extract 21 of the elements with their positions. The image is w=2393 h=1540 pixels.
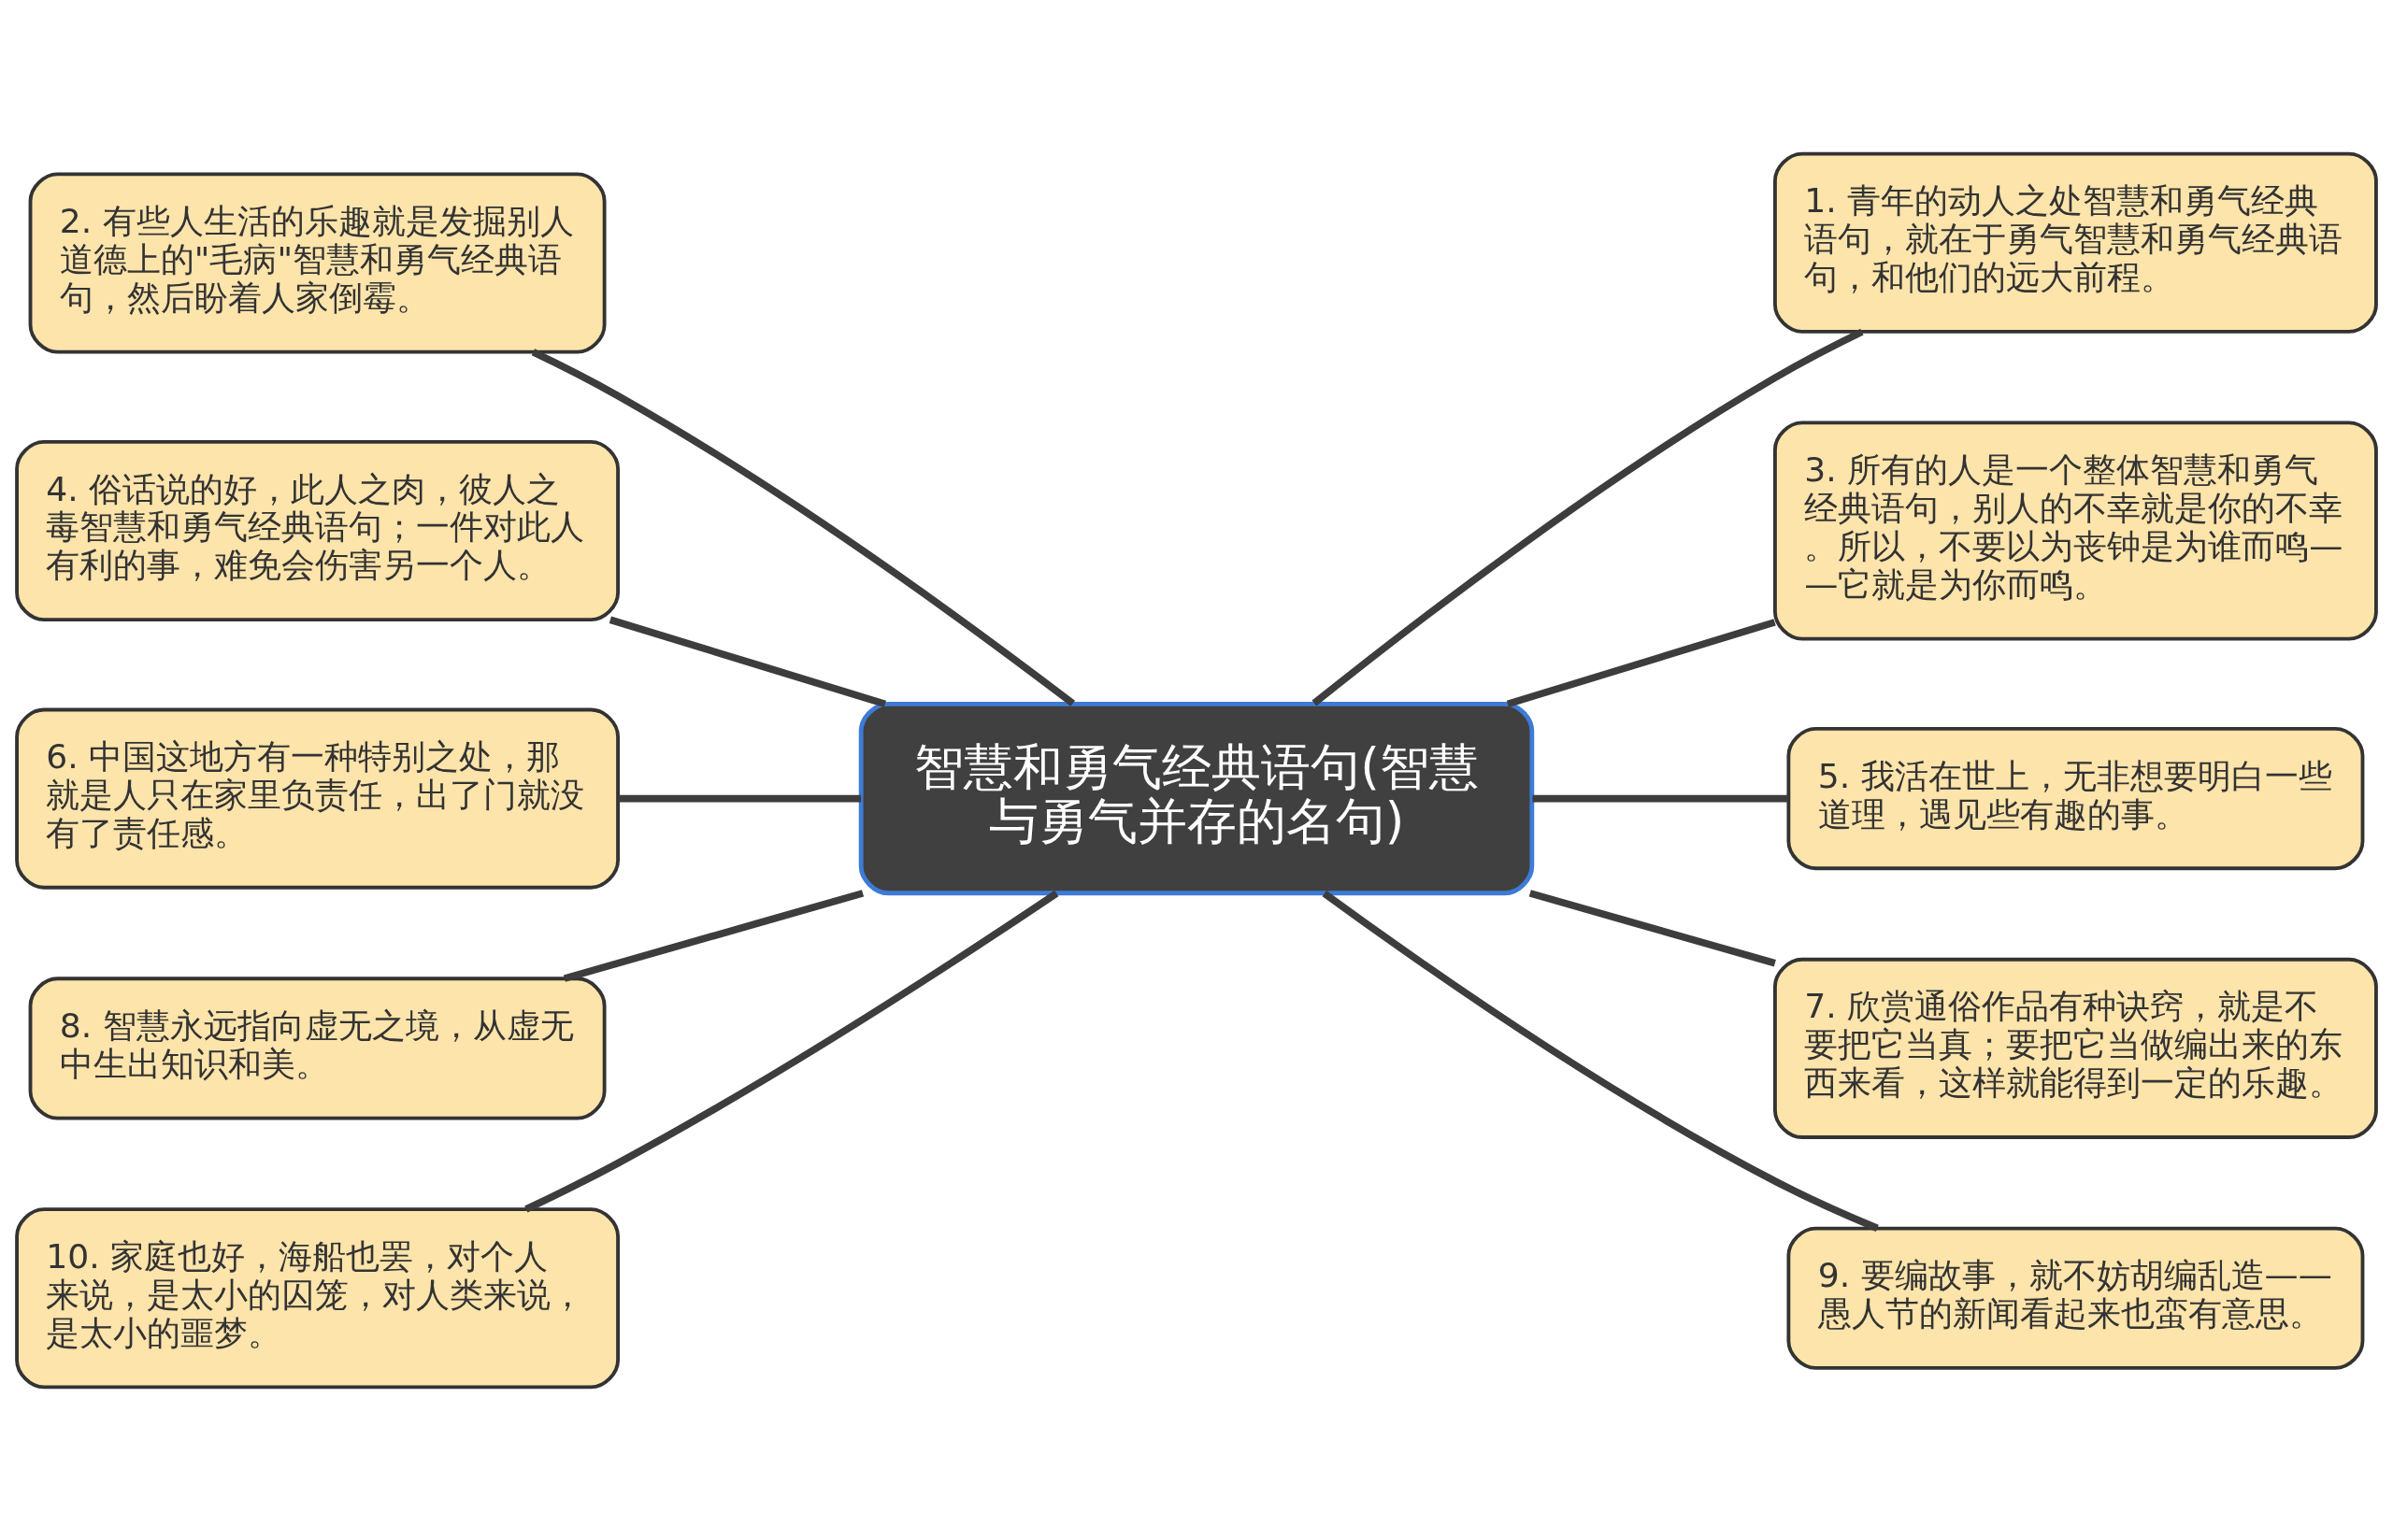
connector [1322,890,1879,1232]
connector [1532,794,1788,802]
node-box: 8. 智慧永远指向虚无之境，从虚无中生出知识和美。 [28,976,607,1119]
node-box: 9. 要编故事，就不妨胡编乱造——愚人节的新闻看起来也蛮有意思。 [1786,1226,2365,1370]
node-box: 5. 我活在世上，无非想要明白一些道理，遇见些有趣的事。 [1786,726,2365,870]
node-box: 智慧和勇气经典语句(智慧与勇气并存的名句) [858,701,1535,895]
node-box: 1. 青年的动人之处智慧和勇气经典语句，就在于勇气智慧和勇气经典语句，和他们的远大前程。 [1773,151,2378,334]
connector [1528,889,1776,966]
connector [1506,618,1776,707]
node-box: 6. 中国这地方有一种特别之处，那就是人只在家里负责任，出了门就没有了责任感。 [15,707,620,890]
node-box: 7. 欣赏通俗作品有种诀窍，就是不要把它当真；要把它当做编出来的东西来看，这样就能得到一定的乐趣。 [1773,957,2378,1139]
connector [531,348,1076,706]
connector [1311,328,1864,706]
node-box: 3. 所有的人是一个整体智慧和勇气经典语句，别人的不幸就是你的不幸。所以，不要以为丧钟是为谁而鸣——它就是为你而鸣。 [1773,421,2378,641]
connector [563,889,865,982]
node-box: 10. 家庭也好，海船也罢，对个人来说，是太小的囚笼，对人类来说，是太小的噩梦。 [15,1206,620,1389]
node-box: 4. 俗话说的好，此人之肉，彼人之毒智慧和勇气经典语句；一件对此人有利的事，难免会伤害另一个人。 [15,439,620,621]
connector [609,616,887,707]
node-box: 2. 有些人生活的乐趣就是发掘别人道德上的"毛病"智慧和勇气经典语句，然后盼着人家倒霉。 [28,171,607,353]
connector [524,890,1059,1213]
connector [618,794,862,802]
